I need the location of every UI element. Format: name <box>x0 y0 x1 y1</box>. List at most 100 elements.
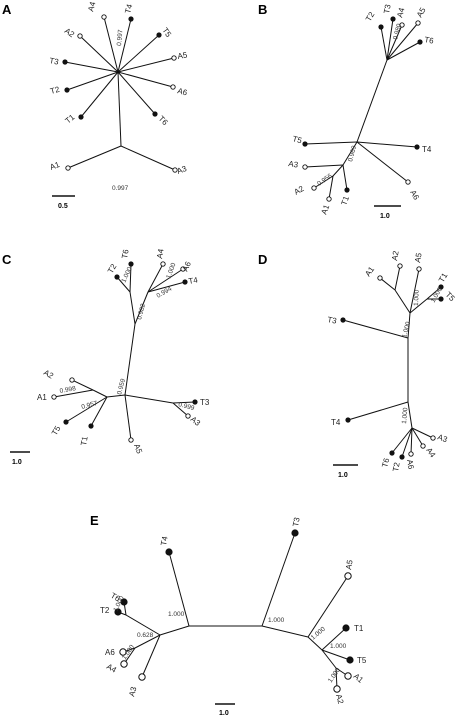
open-node-marker <box>69 377 75 383</box>
leaf-label: A5 <box>177 50 189 61</box>
panel-d: D A1 <box>258 250 457 479</box>
leaf-label: T4 <box>422 145 432 154</box>
leaf-label: T2 <box>106 262 119 275</box>
panel-label: B <box>258 2 267 17</box>
filled-node-marker <box>120 598 128 606</box>
open-node-marker <box>405 179 411 185</box>
panel-e: E <box>90 513 367 717</box>
leaf-label: T6 <box>424 35 435 46</box>
filled-node-marker <box>128 261 134 267</box>
tree-branches <box>304 18 421 200</box>
support-value: 0.982 <box>136 303 147 321</box>
leaf-label: A5 <box>415 6 428 19</box>
support-value: 1.000 <box>327 666 342 684</box>
support-value: 1.000 <box>310 625 327 641</box>
leaf-label: T2 <box>391 461 402 472</box>
filled-node-marker <box>63 419 69 425</box>
leaf-label: T3 <box>200 398 210 407</box>
leaf-label: T6 <box>120 248 131 259</box>
leaf-label: A2 <box>293 184 306 197</box>
support-value: 0.969 <box>347 145 358 163</box>
open-node-marker <box>415 20 421 26</box>
tree-branches <box>64 16 176 171</box>
open-node-marker <box>160 261 166 267</box>
tree-branches <box>53 263 196 441</box>
support-value: 0.998 <box>59 385 77 395</box>
support-value: 1.000 <box>330 643 347 650</box>
tree-branches <box>342 265 442 458</box>
leaf-label: T3 <box>327 315 338 326</box>
support-value: 1.000 <box>401 407 409 424</box>
open-node-marker <box>377 275 383 281</box>
leaf-label: T5 <box>50 424 63 437</box>
filled-node-marker <box>399 454 405 460</box>
leaf-label: T4 <box>188 275 199 286</box>
open-node-marker <box>397 263 403 269</box>
open-node-marker <box>180 266 186 272</box>
support-value: 1.000 <box>121 643 136 661</box>
leaf-label: T5 <box>444 290 457 303</box>
panel-b: B T2 T3 A4 <box>258 2 435 220</box>
leaf-label: A4 <box>424 446 437 460</box>
open-node-marker <box>120 660 128 668</box>
filled-node-marker <box>88 423 94 429</box>
leaf-label: A1 <box>352 672 366 686</box>
leaf-label: A4 <box>395 6 406 18</box>
leaf-label: A6 <box>176 86 188 97</box>
leaf-label: A2 <box>390 250 401 262</box>
leaf-label: T1 <box>354 624 364 633</box>
leaf-label: T6 <box>157 114 170 127</box>
filled-node-marker <box>390 16 396 22</box>
open-node-marker <box>128 437 134 443</box>
leaf-label: A3 <box>288 159 300 170</box>
leaf-label: A1 <box>37 393 47 402</box>
leaf-label: A6 <box>405 459 416 471</box>
support-value: 0.997 <box>112 185 129 192</box>
open-node-marker <box>408 451 414 457</box>
support-value: 0.980 <box>392 23 403 41</box>
filled-node-marker <box>378 24 384 30</box>
scale-label: 0.5 <box>58 203 68 210</box>
filled-node-marker <box>114 274 120 280</box>
leaf-label: T1 <box>64 112 77 125</box>
leaf-label: T5 <box>160 26 173 39</box>
filled-node-marker <box>156 32 162 38</box>
leaf-label: T2 <box>364 10 377 23</box>
support-value: 0.994 <box>156 285 174 299</box>
filled-node-marker <box>438 296 444 302</box>
filled-node-marker <box>417 39 423 45</box>
leaf-label: T6 <box>380 457 391 469</box>
support-value: 0.628 <box>137 632 154 639</box>
filled-node-marker <box>344 187 350 193</box>
support-value: 0.997 <box>116 29 124 46</box>
open-node-marker <box>416 266 422 272</box>
filled-node-marker <box>414 144 420 150</box>
filled-node-marker <box>182 279 188 285</box>
support-value: 1.000 <box>401 321 412 339</box>
leaf-label: A4 <box>155 248 166 260</box>
open-node-marker <box>65 165 71 171</box>
filled-node-marker <box>389 450 395 456</box>
open-node-marker <box>119 648 127 656</box>
panel-a: A A4 T4 T5 A2 A5 <box>2 0 189 210</box>
open-node-marker <box>399 22 405 28</box>
open-node-marker <box>430 435 436 441</box>
leaf-label: T1 <box>339 194 351 206</box>
filled-node-marker <box>342 624 350 632</box>
leaf-label: A2 <box>63 26 77 39</box>
filled-node-marker <box>438 284 444 290</box>
scale-label: 1.0 <box>12 459 22 466</box>
panel-label: C <box>2 252 12 267</box>
filled-node-marker <box>291 529 299 537</box>
filled-node-marker <box>78 114 84 120</box>
open-node-marker <box>185 413 191 419</box>
support-value: 0.999 <box>177 401 195 412</box>
filled-node-marker <box>302 141 308 147</box>
leaf-label: T5 <box>291 134 303 145</box>
filled-node-marker <box>192 399 198 405</box>
open-node-marker <box>311 185 317 191</box>
open-node-marker <box>344 672 352 680</box>
filled-node-marker <box>64 87 70 93</box>
tree-branches <box>117 532 351 690</box>
